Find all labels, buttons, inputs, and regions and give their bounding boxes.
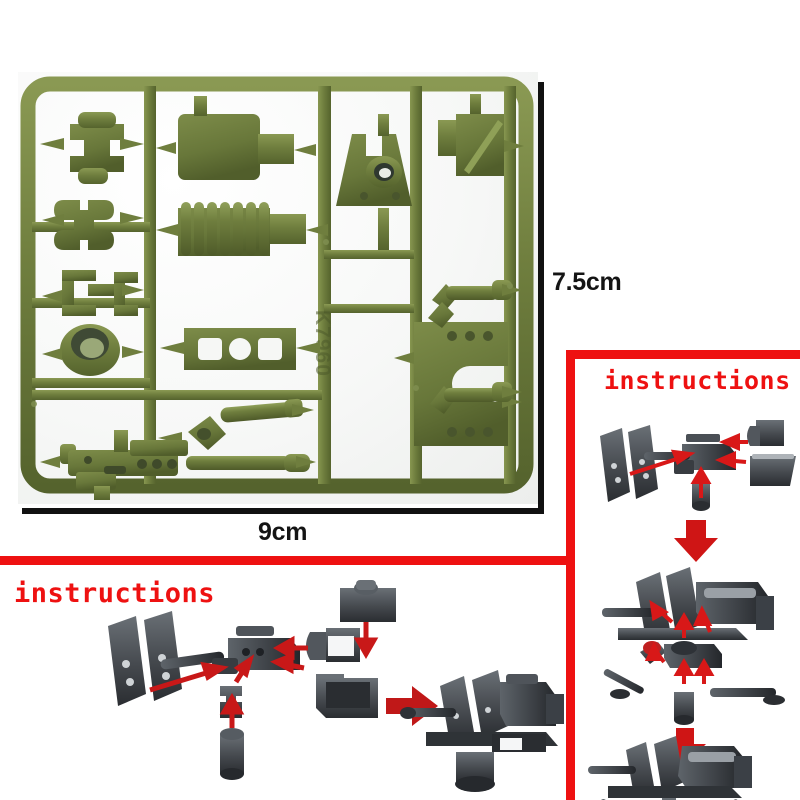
sprue-code-text: K7960: [311, 310, 334, 377]
instruction-steps-right: [578, 400, 800, 800]
final-assembly-right: [588, 736, 752, 800]
part-elbow-rod: [158, 398, 314, 450]
part-frame-plate: [160, 328, 320, 370]
instruction-steps-bottom: [60, 580, 566, 800]
part-machine-gun-body: [40, 430, 316, 500]
step-arrow-right-bottom: [386, 686, 438, 726]
product-photo: K7960: [18, 72, 538, 504]
height-dimension-rule: [538, 82, 544, 510]
part-ring-mount: [42, 324, 144, 376]
part-sight-plate: [438, 94, 524, 176]
part-ammo-belt: [156, 202, 328, 256]
final-assembly-bottom: [400, 670, 564, 792]
instr-right-step-3: [588, 612, 785, 800]
sprue-graphic: K7960: [18, 72, 538, 504]
sprue-pin-marks: [31, 239, 513, 407]
part-leg-rod-upper: [428, 280, 522, 328]
part-fork-bracket: [42, 270, 144, 316]
part-receiver-block: [156, 96, 316, 180]
width-dimension-rule: [22, 508, 544, 514]
step-arrow-down: [674, 520, 718, 562]
part-leg-rod-lower: [430, 382, 522, 414]
instr-bottom-exploded: [108, 580, 396, 780]
instructions-title-bottom: instructions: [14, 578, 216, 609]
part-double-hook: [42, 200, 144, 250]
width-dimension-label: 9cm: [258, 518, 308, 546]
height-dimension-label: 7.5cm: [552, 268, 622, 296]
instr-right-step-2: [602, 567, 774, 640]
svg-text:K7960: K7960: [311, 310, 334, 377]
part-swivel-yoke: [336, 114, 412, 250]
part-clamp-bracket: [40, 112, 144, 184]
instr-right-step-1: [600, 420, 796, 562]
instructions-title-right: instructions: [604, 366, 791, 395]
